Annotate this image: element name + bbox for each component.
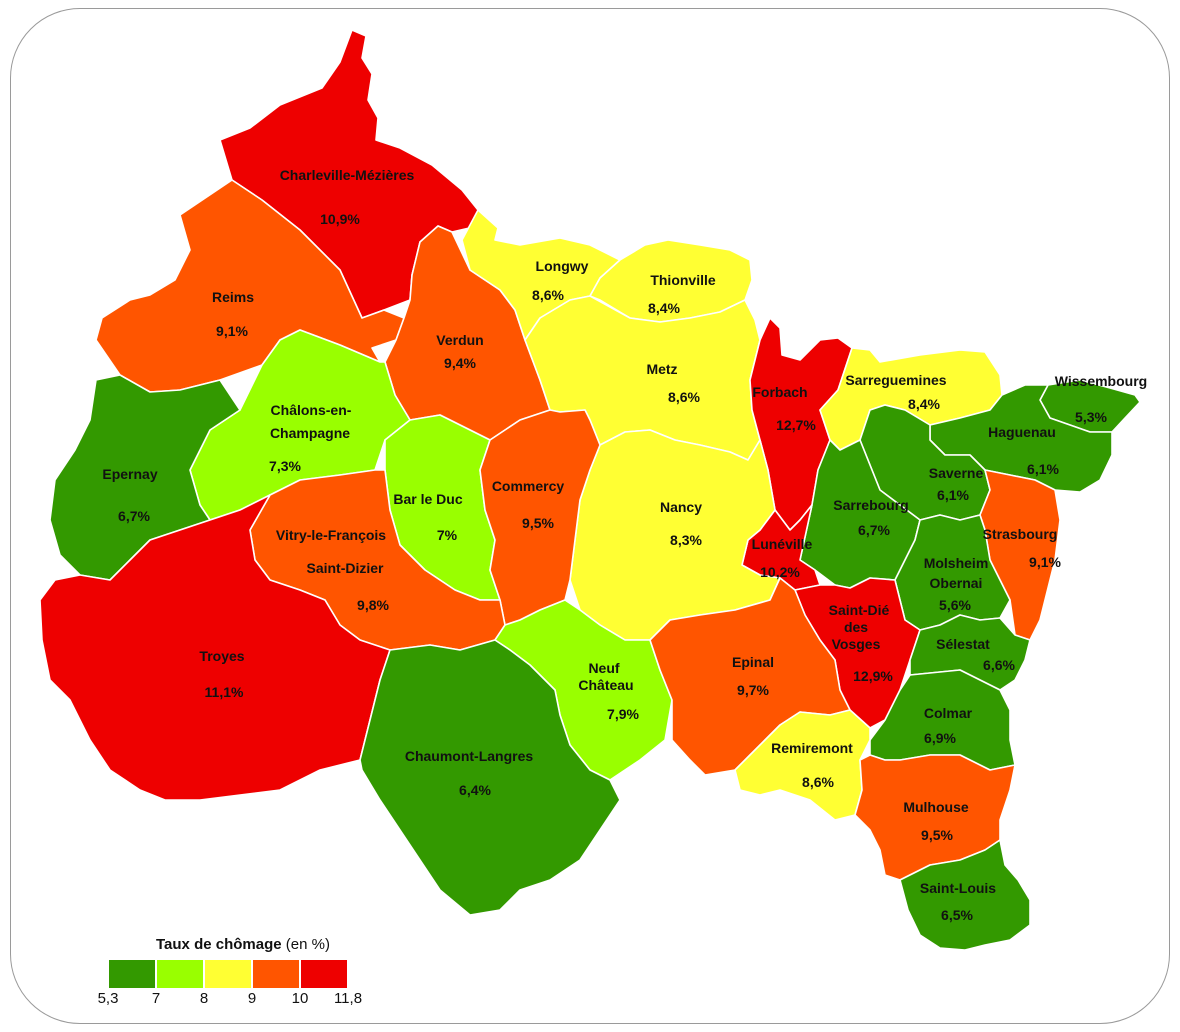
label-commercy-rate: 9,5% (522, 515, 554, 531)
label-bar-le-duc-name: Bar le Duc (393, 491, 462, 507)
legend-swatches (108, 959, 428, 989)
label-chalons-name-line2: Champagne (270, 425, 350, 441)
legend-tick: 5,3 (97, 990, 119, 1007)
legend-title-unit: (en %) (285, 936, 330, 953)
legend-tick: 7 (151, 990, 161, 1007)
legend-tick: 10 (291, 990, 309, 1007)
zone-saint-louis[interactable] (899, 839, 1031, 951)
label-saint-die-rate: 12,9% (853, 668, 893, 684)
label-verdun-name: Verdun (436, 332, 483, 348)
legend-title-main: Taux de chômage (156, 936, 282, 953)
label-reims-rate: 9,1% (216, 323, 248, 339)
label-saverne-name: Saverne (929, 465, 984, 481)
label-colmar-rate: 6,9% (924, 730, 956, 746)
label-chaumont-langres-name: Chaumont-Langres (405, 748, 534, 764)
label-metz-name: Metz (646, 361, 677, 377)
legend: Taux de chômage (en %) 5,3 7 8 9 10 11,8 (98, 936, 428, 1009)
label-saint-louis-name: Saint-Louis (920, 880, 996, 896)
legend-title: Taux de chômage (en %) (156, 936, 428, 953)
label-strasbourg-name: Strasbourg (983, 526, 1058, 542)
legend-ticks: 5,3 7 8 9 10 11,8 (98, 989, 428, 1009)
zone-chaumont-langres[interactable] (359, 639, 621, 916)
label-nancy-name: Nancy (660, 499, 702, 515)
label-reims-name: Reims (212, 289, 254, 305)
label-luneville-name: Lunéville (752, 536, 813, 552)
label-wissembourg-name: Wissembourg (1055, 373, 1147, 389)
label-chaumont-langres-rate: 6,4% (459, 782, 491, 798)
label-charleville-mezieres-name: Charleville-Mézières (280, 167, 415, 183)
label-mulhouse-rate: 9,5% (921, 827, 953, 843)
label-troyes-rate: 11,1% (205, 684, 244, 700)
label-troyes-name: Troyes (199, 648, 244, 664)
label-longwy-rate: 8,6% (532, 287, 564, 303)
label-neuf-name: Neuf (588, 660, 619, 676)
label-epinal-rate: 9,7% (737, 682, 769, 698)
zone-troyes[interactable] (39, 494, 391, 801)
label-chalons-name-line1: Châlons-en- (271, 402, 352, 418)
label-saint-louis-rate: 6,5% (941, 907, 973, 923)
label-saint-die-name-line1: Saint-Dié (829, 602, 890, 618)
legend-tick: 9 (247, 990, 257, 1007)
label-remiremont-name: Remiremont (771, 740, 853, 756)
label-haguenau-name: Haguenau (988, 424, 1056, 440)
label-epinal-name: Epinal (732, 654, 774, 670)
label-forbach-name: Forbach (752, 384, 807, 400)
legend-swatch (252, 959, 300, 989)
label-saint-die-name-line2: des (844, 619, 868, 635)
label-selestat-name: Sélestat (936, 636, 990, 652)
label-haguenau-rate: 6,1% (1027, 461, 1059, 477)
label-wissembourg-rate: 5,3% (1075, 409, 1107, 425)
label-sarreguemines-rate: 8,4% (908, 396, 940, 412)
label-vitry-saint-dizier-rate: 9,8% (357, 597, 389, 613)
label-forbach-rate: 12,7% (776, 417, 816, 433)
label-sarrebourg-name: Sarrebourg (833, 497, 908, 513)
label-obernai-name: Obernai (930, 575, 983, 591)
label-bar-le-duc-rate: 7% (437, 527, 458, 543)
label-mulhouse-name: Mulhouse (903, 799, 969, 815)
label-longwy-name: Longwy (536, 258, 589, 274)
legend-swatch (204, 959, 252, 989)
legend-tick: 8 (199, 990, 209, 1007)
label-sarreguemines-name: Sarreguemines (845, 372, 946, 388)
label-thionville-name: Thionville (650, 272, 716, 288)
label-neufchateau-rate: 7,9% (607, 706, 639, 722)
legend-tick: 11,8 (333, 990, 363, 1007)
label-saint-dizier-name: Saint-Dizier (306, 560, 384, 576)
label-charleville-mezieres-rate: 10,9% (320, 211, 360, 227)
legend-swatch (300, 959, 348, 989)
label-vitry-name: Vitry-le-François (276, 527, 386, 543)
label-colmar-name: Colmar (924, 705, 973, 721)
legend-swatch (156, 959, 204, 989)
label-commercy-name: Commercy (492, 478, 565, 494)
label-epernay-name: Epernay (102, 466, 157, 482)
label-sarrebourg-rate: 6,7% (858, 522, 890, 538)
label-thionville-rate: 8,4% (648, 300, 680, 316)
zone-commercy[interactable] (479, 409, 601, 626)
label-strasbourg-rate: 9,1% (1029, 554, 1061, 570)
label-remiremont-rate: 8,6% (802, 774, 834, 790)
label-chalons-rate: 7,3% (269, 458, 301, 474)
label-chateau-name: Château (578, 677, 633, 693)
zone-nancy[interactable] (569, 429, 781, 641)
label-molsheim-obernai-rate: 5,6% (939, 597, 971, 613)
label-metz-rate: 8,6% (668, 389, 700, 405)
legend-swatch (108, 959, 156, 989)
label-selestat-rate: 6,6% (983, 657, 1015, 673)
label-verdun-rate: 9,4% (444, 355, 476, 371)
label-nancy-rate: 8,3% (670, 532, 702, 548)
label-molsheim-name: Molsheim (924, 555, 989, 571)
label-saint-die-name-line3: Vosges (832, 636, 881, 652)
label-epernay-rate: 6,7% (118, 508, 150, 524)
label-luneville-rate: 10,2% (760, 564, 800, 580)
label-saverne-rate: 6,1% (937, 487, 969, 503)
